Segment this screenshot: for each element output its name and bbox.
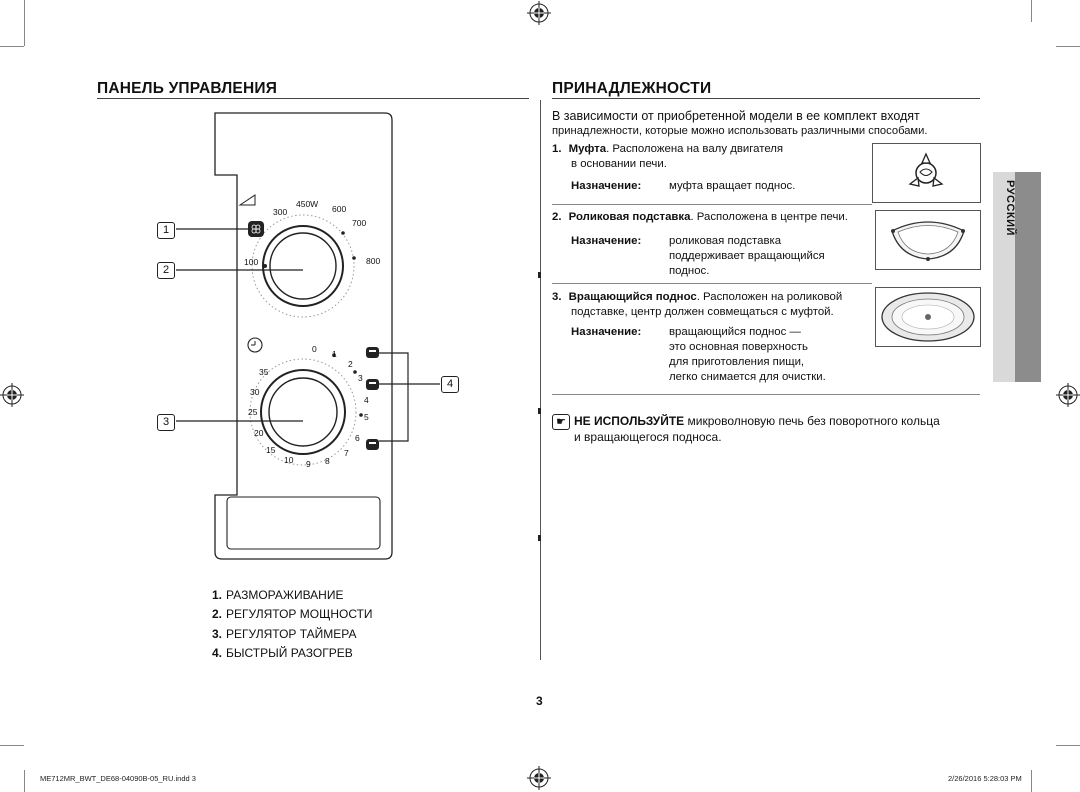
purpose-text: муфта вращает поднос. [669,180,796,192]
accessory-item-3-line2: подставке, центр должен совмещаться с му… [571,306,834,318]
language-tab-label: РУССКИЙ [1004,180,1016,236]
purpose-text: вращающийся поднос — [669,326,801,338]
accessory-item-1-line2: в основании печи. [571,158,667,170]
timer-label: 4 [364,395,369,405]
divider-tick [538,408,541,414]
power-label: 300 [273,207,288,217]
timer-label: 6 [355,433,360,443]
timer-label: 0 [312,344,317,354]
heading-rule-left [97,98,529,99]
callout-2: 2 [157,262,175,279]
registration-mark-icon [1056,383,1080,407]
purpose-label: Назначение: [571,180,642,192]
control-panel-drawing [176,112,440,560]
crop-line-top-left [24,0,25,46]
language-tab [993,172,1015,382]
crop-line-left-top [0,46,24,47]
timer-label: 20 [254,428,264,438]
crop-line-left-bottom [0,745,24,746]
item-separator [552,394,980,395]
language-tab-dark [1015,172,1041,382]
timer-label: 35 [259,367,269,377]
power-label: 800 [366,256,381,266]
timer-label: 2 [348,359,353,369]
crop-line-top-right [1031,0,1032,22]
accessory-item-2: 2. Роликовая подставка. Расположена в це… [552,211,848,223]
item-separator [552,204,872,205]
accessories-heading: ПРИНАДЛЕЖНОСТИ [552,80,712,97]
crop-line-right-bottom [1056,745,1080,746]
callout-3: 3 [157,414,175,431]
crop-line-bottom-left [24,770,25,792]
crop-line-right-top [1056,46,1080,47]
callout-1: 1 [157,222,175,239]
timer-label: 10 [284,455,294,465]
registration-mark-icon [0,383,24,407]
divider-tick [538,272,541,278]
accessory-item-3: 3. Вращающийся поднос. Расположен на рол… [552,291,843,303]
timer-label: 8 [325,456,330,466]
purpose-text: поддерживает вращающийся [669,250,825,262]
purpose-label: Назначение: [571,235,642,247]
clock-icon [248,337,262,351]
timer-label: 25 [248,407,258,417]
warning-text-line2: и вращающегося подноса. [574,430,722,444]
legend-item: 4.БЫСТРЫЙ РАЗОГРЕВ [212,646,353,660]
item-separator [552,283,872,284]
footer-date: 2/26/2016 5:28:03 PM [948,774,1022,783]
defrost-icon [251,224,261,234]
warning-text: НЕ ИСПОЛЬЗУЙТЕ микроволновую печь без по… [574,414,940,428]
legend-item: 2.РЕГУЛЯТОР МОЩНОСТИ [212,607,373,621]
power-label: 700 [352,218,367,228]
column-divider [540,100,541,660]
legend-item: 3.РЕГУЛЯТОР ТАЙМЕРА [212,627,357,641]
control-panel-heading: ПАНЕЛЬ УПРАВЛЕНИЯ [97,80,278,97]
turntable-image [875,287,981,347]
divider-tick [538,535,541,541]
timer-label: 1 [332,349,337,359]
coupler-image [872,143,981,203]
callout-4: 4 [441,376,459,393]
heading-rule-right [552,98,980,99]
purpose-text: легко снимается для очистки. [669,371,826,383]
accessory-item-1: 1. Муфта. Расположена на валу двигателя [552,143,784,155]
timer-label: 3 [358,373,363,383]
purpose-label: Назначение: [571,326,642,338]
timer-label: 15 [266,445,276,455]
purpose-text: роликовая подставка [669,235,782,247]
roller-ring-image [875,210,981,270]
power-label: 450W [296,199,319,209]
power-label: 600 [332,204,347,214]
timer-label: 5 [364,412,369,422]
note-hand-icon: ☛ [552,414,570,430]
timer-label: 7 [344,448,349,458]
purpose-text: для приготовления пищи, [669,356,805,368]
power-label: 100 [244,257,259,267]
footer-file: ME712MR_BWT_DE68-04090B-05_RU.indd 3 [40,774,196,783]
registration-mark-icon [527,1,551,25]
legend-item: 1.РАЗМОРАЖИВАНИЕ [212,588,344,602]
timer-label: 9 [306,459,311,469]
page-number: 3 [536,694,543,708]
timer-label: 30 [250,387,260,397]
registration-mark-icon [527,766,551,790]
intro-text: В зависимости от приобретенной модели в … [552,109,928,137]
crop-line-bottom-right [1031,770,1032,792]
purpose-text: поднос. [669,265,710,277]
purpose-text: это основная поверхность [669,341,808,353]
